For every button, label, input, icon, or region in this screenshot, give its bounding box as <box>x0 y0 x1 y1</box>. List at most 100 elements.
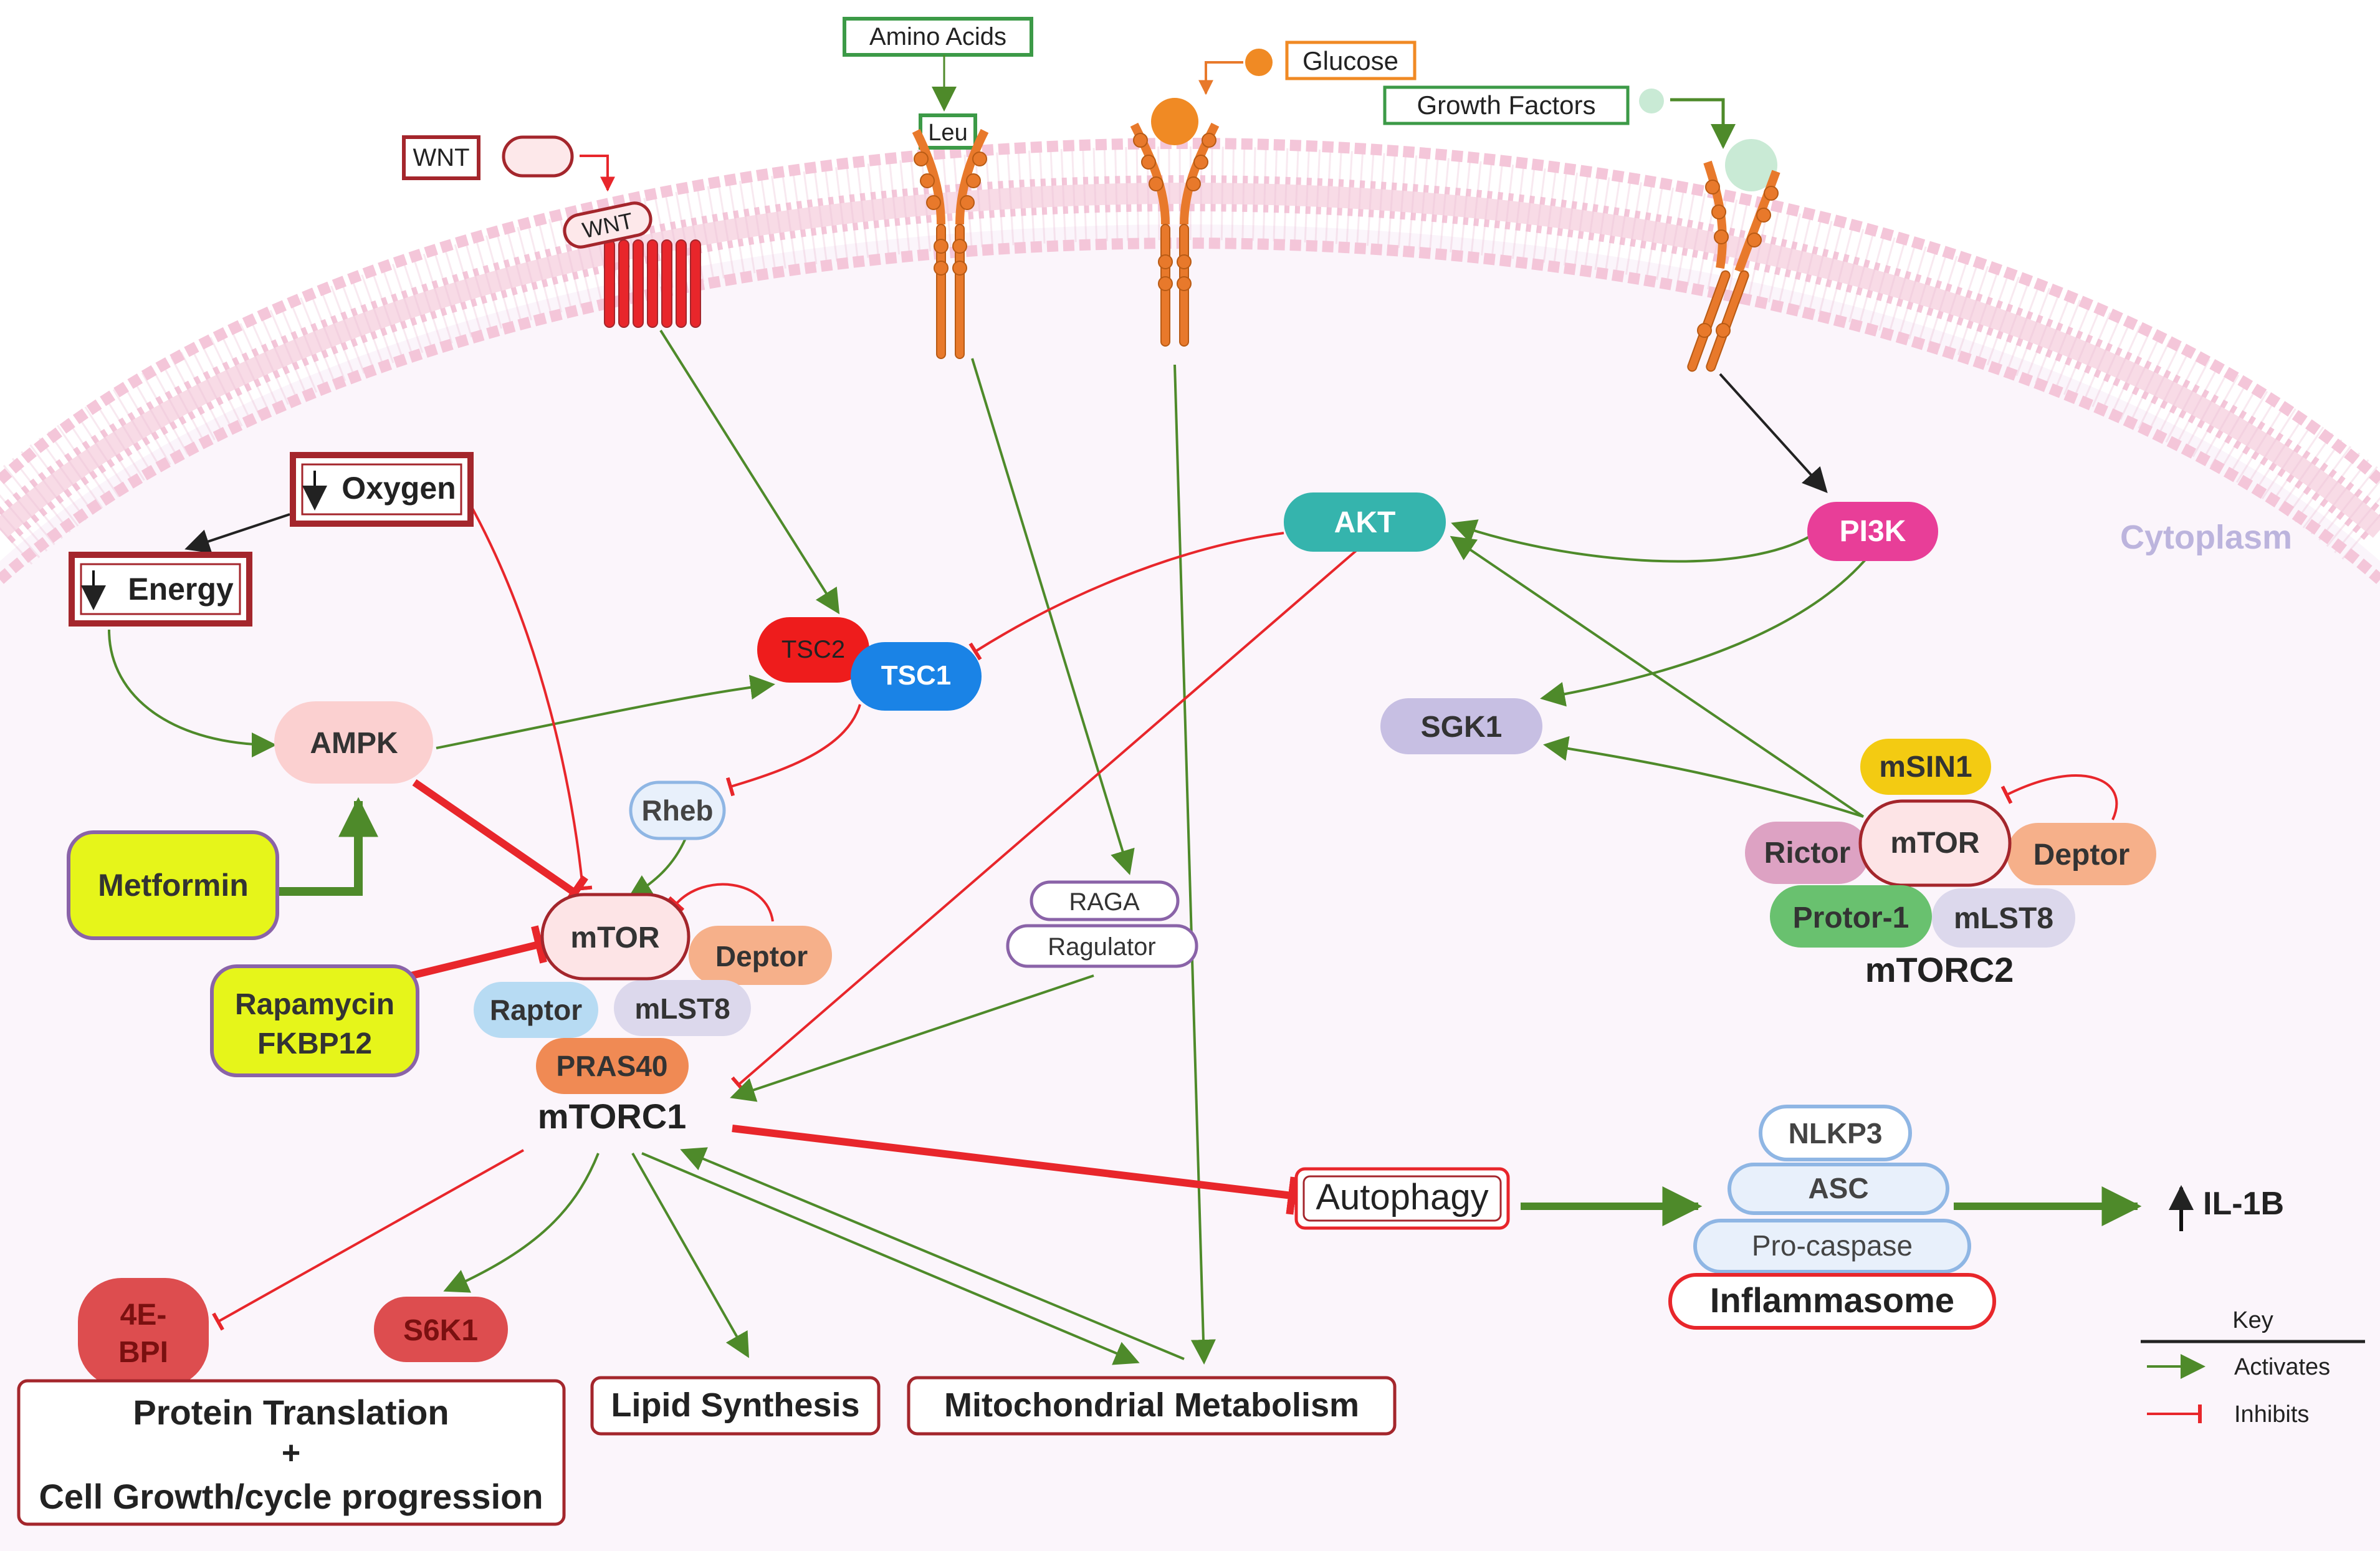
ragulator-node: Ragulator <box>1006 924 1198 968</box>
mtorc1-inhibits-autophagy <box>732 1125 1298 1215</box>
autophagy-box: Autophagy <box>1294 1167 1510 1230</box>
mitochondrial-metabolism-box: Mitochondrial Metabolism <box>907 1376 1397 1436</box>
cell-growth-label: Cell Growth/cycle progression <box>39 1477 543 1516</box>
growth-factors-box: Growth Factors <box>1383 85 1630 125</box>
ampk-node: AMPK <box>274 701 433 784</box>
growth-factor-receptor <box>1687 160 1780 372</box>
mtorc2-mlst8 <box>1932 888 2075 948</box>
mtorc2-msin1 <box>1860 739 1991 795</box>
ampk-to-tsc2-arrow <box>436 675 775 749</box>
mito-to-mtorc1-arrow <box>680 1147 1185 1360</box>
legend-key: Key Activates Inhibits <box>2141 1307 2365 1428</box>
leu-receptor <box>912 128 989 359</box>
energy-to-ampk-arrow <box>108 629 277 757</box>
mtorc1-pras40 <box>536 1038 689 1094</box>
autophagy-label: Autophagy <box>1316 1177 1488 1217</box>
wnt-outer-label: WNT <box>413 144 469 171</box>
mtorc1-raptor-label: Raptor <box>490 994 582 1026</box>
legend-title: Key <box>2232 1307 2273 1333</box>
wnt-ligand <box>502 135 574 178</box>
glucose-molecule <box>1245 49 1273 76</box>
leu-box: Leu <box>919 113 977 150</box>
sgk1-label: SGK1 <box>1421 711 1503 744</box>
energy-box: Energy <box>69 552 252 627</box>
oxygen-to-energy-arrow <box>184 513 290 554</box>
growth-factor-molecule <box>1639 89 1664 113</box>
mtorc2-msin1-label: mSIN1 <box>1879 751 1972 784</box>
asc-node <box>1728 1163 1949 1215</box>
nlkp3-node <box>1759 1105 1912 1161</box>
ragulator-label: Ragulator <box>1048 933 1155 961</box>
inflammasome-box <box>1668 1273 1996 1330</box>
rapamycin-inhibits-mtor <box>410 925 547 979</box>
raga-label: RAGA <box>1069 888 1140 916</box>
lipid-synthesis-box: Lipid Synthesis <box>590 1376 881 1436</box>
mtorc2-protor <box>1770 885 1932 948</box>
mtorc1-to-mito-arrow <box>641 1152 1140 1365</box>
rapamycin-fkbp12-node: Rapamycin FKBP12 <box>210 964 419 1077</box>
il1b-label: IL-1B <box>2203 1186 2284 1222</box>
rheb-node: Rheb <box>629 780 726 840</box>
tsc1-label: TSC1 <box>881 660 951 691</box>
growth-factors-arrow <box>1670 98 1736 149</box>
amino-acids-label: Amino Acids <box>869 23 1006 50</box>
mtorc2-protor-label: Protor-1 <box>1793 901 1909 934</box>
metformin-label: Metformin <box>98 868 249 903</box>
mtorc1-pras40-label: PRAS40 <box>557 1050 668 1082</box>
mtorc2-to-akt-arrow <box>1450 535 1865 818</box>
mtorc1-title: mTORC1 <box>538 1097 687 1136</box>
akt-inhibits-pras40 <box>730 547 1360 1093</box>
deptor-inhibits-mtor2 <box>2000 774 2118 820</box>
sgk1-node: SGK1 <box>1380 698 1542 754</box>
glucose-label: Glucose <box>1302 46 1398 75</box>
procaspase-node <box>1693 1219 1971 1274</box>
mtorc2-title: mTORC2 <box>1865 950 2014 989</box>
fkbp12-label: FKBP12 <box>257 1027 372 1060</box>
mtorc2-deptor <box>2007 823 2156 885</box>
mtorc1-deptor-label: Deptor <box>715 940 808 972</box>
protein-translation-box: Protein Translation + Cell Growth/cycle … <box>17 1379 566 1526</box>
pi3k-node: PI3K <box>1807 502 1938 561</box>
wnt-outer-box: WNT <box>402 135 480 180</box>
mtorc1-complex: Deptor mLST8 Raptor mTOR PRAS40 mTORC1 <box>474 893 832 1136</box>
legend-activates-label: Activates <box>2234 1354 2330 1380</box>
asc-label: ASC <box>1808 1172 1868 1204</box>
leu-label: Leu <box>928 120 967 146</box>
tsc2-label: TSC2 <box>781 636 845 663</box>
ampk-label: AMPK <box>310 727 398 760</box>
metformin-node: Metformin <box>67 830 279 940</box>
protein-translation-plus: + <box>282 1435 300 1471</box>
mtorc2-mlst8-label: mLST8 <box>1954 902 2053 935</box>
wnt-ligand-arrow <box>580 155 615 192</box>
metformin-to-ampk-arrow <box>277 797 378 896</box>
rapamycin-label: Rapamycin <box>235 988 394 1021</box>
leu-to-raga-arrow <box>971 358 1135 875</box>
pi3k-to-sgk1-arrow <box>1540 554 1871 707</box>
energy-label: Energy <box>128 572 234 607</box>
raga-node: RAGA <box>1030 880 1180 921</box>
growth-factor-bound <box>1725 139 1777 191</box>
oxygen-label: Oxygen <box>342 471 456 506</box>
wnt-receptor: WNT <box>563 201 701 328</box>
procaspase-label: Pro-caspase <box>1752 1229 1913 1262</box>
lipid-synthesis-label: Lipid Synthesis <box>611 1386 859 1424</box>
tsc2-node: TSC2 <box>757 617 869 683</box>
s6k1-label: S6K1 <box>403 1314 478 1347</box>
deptor-inhibits-mtor1 <box>667 883 774 922</box>
mtorc2-rictor <box>1745 822 1870 884</box>
tsc1-node: TSC1 <box>851 642 982 711</box>
pathway-connectors <box>108 329 2142 1365</box>
mtorc1-mlst8 <box>614 980 751 1036</box>
tsc-inhibits-rheb <box>725 704 861 797</box>
mtorc1-mtor-label: mTOR <box>570 921 659 954</box>
legend-inhibits-label: Inhibits <box>2234 1401 2309 1428</box>
mtorc2-mtor <box>1858 799 2012 887</box>
oxygen-box: Oxygen <box>290 452 474 527</box>
mtorc2-mtor-label: mTOR <box>1890 827 1979 860</box>
mtorc1-deptor <box>689 926 832 985</box>
4ebp1-node: 4E- BPI <box>78 1278 209 1387</box>
rheb-label: Rheb <box>642 794 714 827</box>
mtorc1-to-lipid-arrow <box>631 1153 749 1358</box>
protein-translation-label: Protein Translation <box>133 1393 449 1432</box>
